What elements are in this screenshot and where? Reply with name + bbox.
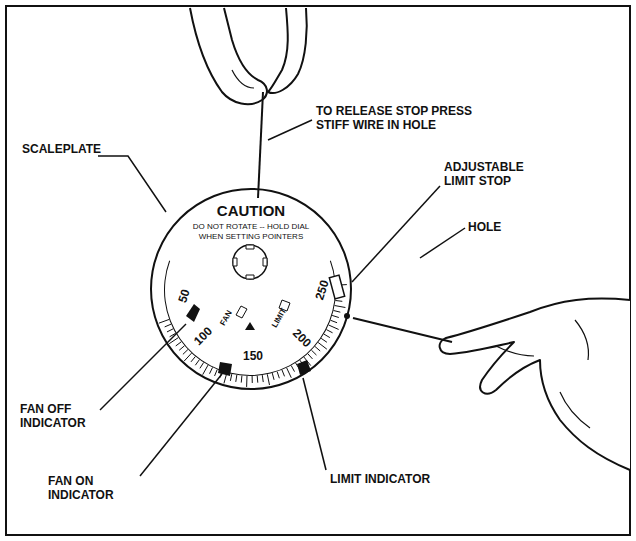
stiff-wire <box>258 92 263 198</box>
top-hand <box>190 8 307 104</box>
callout-text: SCALEPLATE <box>22 142 132 156</box>
caution-heading: CAUTION <box>152 202 350 220</box>
dial-marking: LIMIT <box>270 307 288 330</box>
scale-number: 250 <box>312 278 332 301</box>
right-hand <box>440 299 630 471</box>
frame <box>6 6 630 535</box>
fan-off-pointer <box>186 304 200 322</box>
callout-text: LIMIT INDICATOR <box>330 472 480 486</box>
limit-stop <box>329 275 344 299</box>
callout-text: ADJUSTABLE LIMIT STOP <box>444 160 554 189</box>
limit-pointer <box>297 360 311 375</box>
callout-text: HOLE <box>468 220 528 234</box>
scale-number: 50 <box>175 287 192 304</box>
dial-marking: FAN <box>218 309 234 327</box>
fan-on-pointer <box>218 362 232 376</box>
callout-text: FAN OFF INDICATOR <box>20 402 110 431</box>
callout-text: FAN ON INDICATOR <box>48 474 138 503</box>
leader-lines <box>98 120 465 476</box>
scale-number: 150 <box>243 349 263 363</box>
scale-number: 100 <box>191 324 215 348</box>
dial-drawing <box>159 245 350 387</box>
scale-number: 200 <box>290 326 314 350</box>
stiff-wire <box>353 318 452 342</box>
caution-note: DO NOT ROTATE -- HOLD DIAL WHEN SETTING … <box>152 222 350 241</box>
hole <box>344 313 350 319</box>
callout-text: TO RELEASE STOP PRESS STIFF WIRE IN HOLE <box>316 104 506 133</box>
